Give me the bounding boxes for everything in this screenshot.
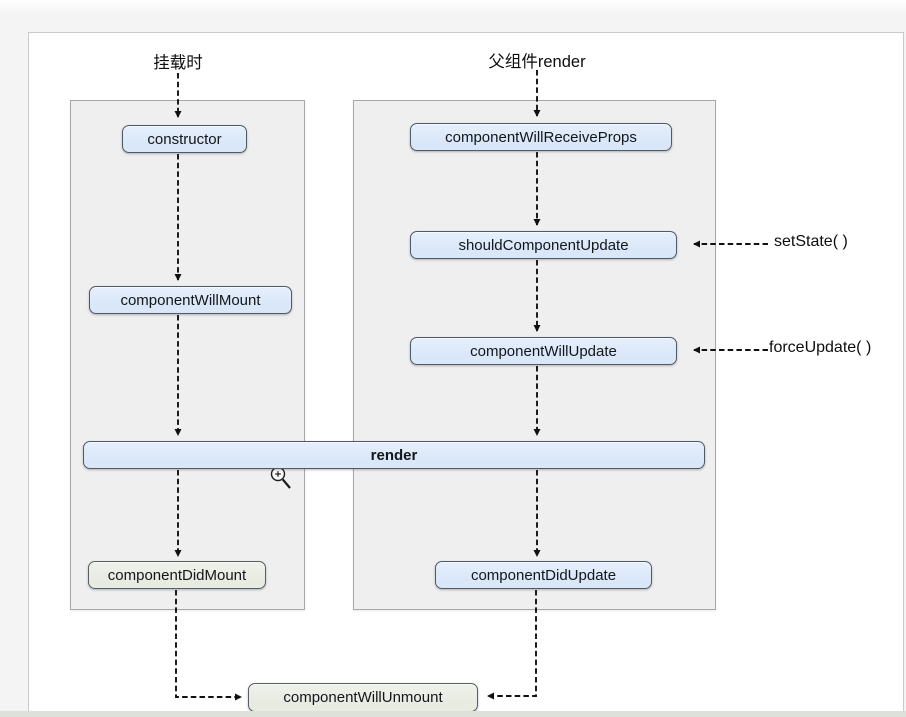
bottom-strip — [0, 711, 906, 717]
node-shouldcomponentupdate: shouldComponentUpdate — [410, 231, 677, 259]
node-constructor: constructor — [122, 125, 247, 153]
node-componentwillmount: componentWillMount — [89, 286, 292, 314]
node-render: render — [83, 441, 705, 469]
mount-column-label: 挂载时 — [153, 54, 203, 72]
forceupdate-annotation: forceUpdate( ) — [769, 339, 872, 356]
node-componentwillreceiveprops: componentWillReceiveProps — [410, 123, 672, 151]
node-componentwillunmount: componentWillUnmount — [248, 683, 478, 712]
node-componentdidupdate: componentDidUpdate — [435, 561, 652, 589]
mount-phase-container — [70, 100, 305, 610]
setstate-annotation: setState( ) — [774, 233, 848, 250]
parent-render-column-label: 父组件render — [488, 53, 586, 71]
node-componentwillupdate: componentWillUpdate — [410, 337, 677, 365]
node-componentdidmount: componentDidMount — [88, 561, 266, 589]
